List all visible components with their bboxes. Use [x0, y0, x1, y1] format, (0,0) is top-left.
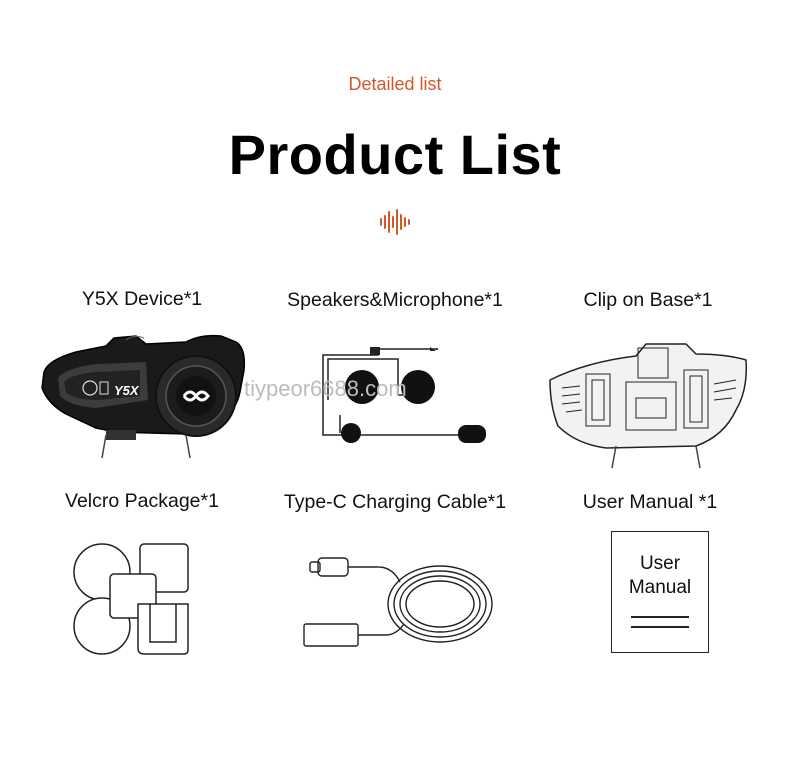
section-subtitle: Detailed list — [348, 74, 442, 94]
clip-base-icon — [549, 343, 748, 469]
item-label-speakers: Speakers&Microphone*1 — [287, 289, 503, 311]
intercom-device-icon: Y5X — [41, 334, 246, 459]
manual-cover-line2: Manual — [628, 577, 692, 598]
speakers-microphone-icon — [322, 347, 486, 443]
usb-c-cable-icon — [303, 557, 493, 647]
item-label-velcro: Velcro Package*1 — [65, 490, 219, 512]
manual-rule-1 — [631, 616, 689, 618]
page-title: Product List — [228, 123, 562, 186]
device-badge: Y5X — [114, 383, 140, 398]
watermark-text: tiypeor6688.com — [244, 376, 407, 401]
manual-cover-line1: User — [639, 553, 681, 574]
manual-rule-2 — [631, 626, 689, 628]
sound-wave-icon — [380, 209, 410, 235]
velcro-pads-icon — [73, 543, 189, 655]
item-label-cable: Type-C Charging Cable*1 — [283, 491, 507, 513]
item-label-manual: User Manual *1 — [582, 491, 718, 513]
item-label-device: Y5X Device*1 — [81, 288, 203, 310]
manual-cover-text: User Manual — [612, 552, 708, 600]
user-manual-booklet: User Manual — [611, 531, 709, 653]
item-label-clip-base: Clip on Base*1 — [583, 289, 713, 311]
